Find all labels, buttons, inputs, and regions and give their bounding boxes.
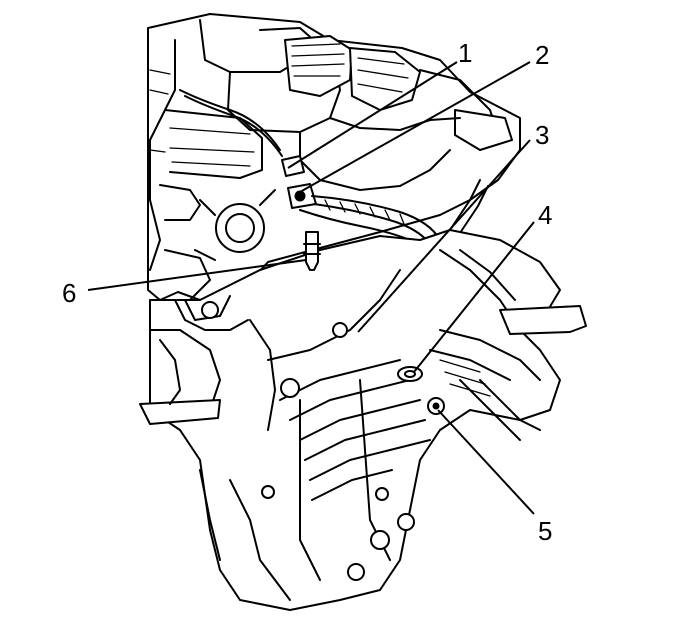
leader-2 (299, 61, 531, 193)
component-4-bolt (397, 366, 423, 382)
callout-1: 1 (458, 38, 472, 68)
callout-3: 3 (535, 120, 549, 150)
component-6-fitting (303, 231, 321, 271)
callout-6: 6 (62, 278, 76, 308)
leader-3 (357, 139, 531, 333)
callout-2: 2 (535, 40, 549, 70)
leader-1 (287, 61, 458, 169)
callout-labels: 1 2 3 4 5 6 (62, 38, 552, 546)
leader-5 (437, 409, 535, 515)
transmission-housing (139, 229, 587, 611)
leader-6 (87, 259, 307, 291)
component-5-nut (427, 397, 445, 415)
leader-lines (87, 61, 535, 515)
leader-4 (413, 221, 535, 373)
callout-4: 4 (538, 200, 552, 230)
callout-5: 5 (538, 516, 552, 546)
engine-block (147, 13, 521, 301)
